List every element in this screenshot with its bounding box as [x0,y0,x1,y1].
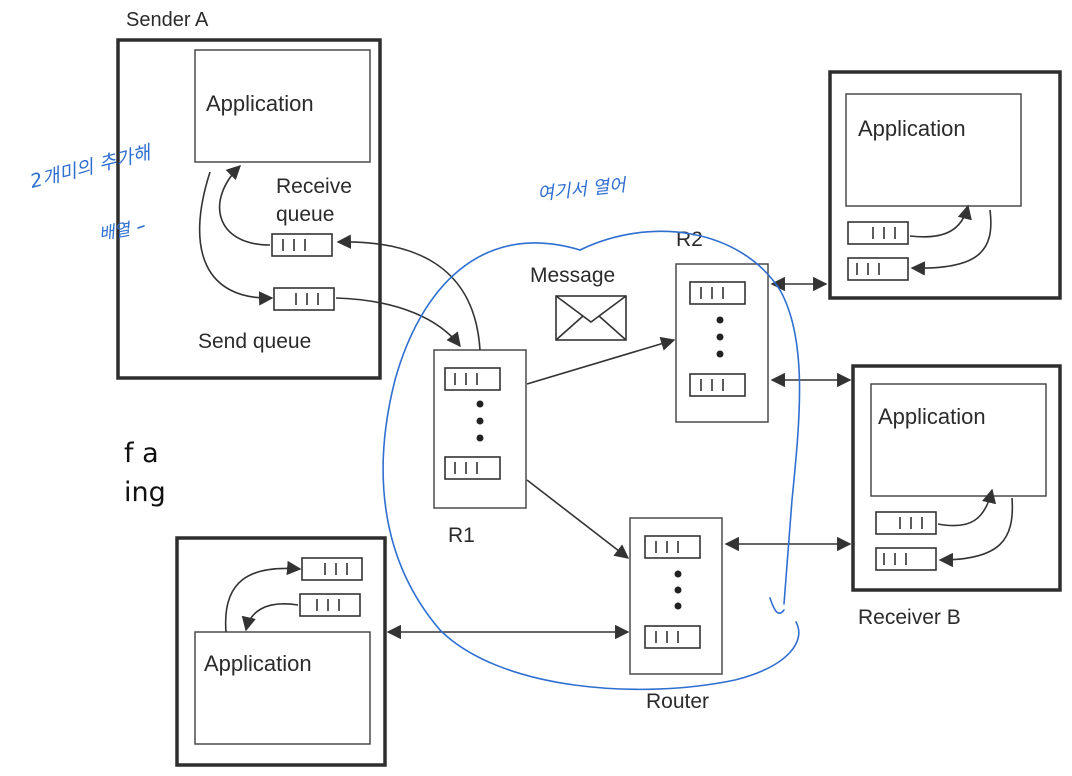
router-label: Router [646,690,709,713]
receiver-b-receive-queue [875,511,937,535]
top-right-application-box [845,93,1022,207]
receiver-b-title: Receiver B [858,606,961,629]
handwritten-note-top: 여기서 열어 [536,175,629,205]
r1-queue-bottom [444,456,501,480]
sender-a-send-queue [273,287,335,311]
handwritten-circle-annotation-right [579,230,801,605]
r2-queue-top [689,281,746,305]
r2-label: R2 [676,228,703,251]
slide-text-fragment-3: ing [124,477,166,508]
router-queue-bottom [644,625,701,649]
r1-to-router-arrow [526,479,630,559]
send-queue-label: Send queue [198,330,311,353]
top-right-app-to-queue-arrow [910,209,992,276]
top-right-host-node: Application [828,70,1062,300]
receive-to-app-arrow [218,164,271,246]
envelope-icon [555,295,627,341]
bottom-left-app-to-queue-arrow [224,560,302,633]
router-queue-top [644,535,701,559]
sender-a-node: Sender A Application Receive queue Send … [116,9,382,380]
receiver-b-application-box [870,383,1047,497]
handwritten-dash-mark [137,225,145,229]
bottom-left-application-box [194,631,371,745]
receiver-b-application-label: Application [878,404,986,429]
top-right-receive-queue [847,221,909,245]
r2-queue-bottom [689,373,746,397]
router-bottom: Router [629,517,723,713]
bottom-left-host-node: Application [175,536,387,767]
bottom-left-send-queue [301,557,363,581]
receiver-b-app-to-queue-arrow [938,497,1014,568]
sender-a-application-label: Application [206,91,314,116]
app-to-send-arrow [198,171,274,306]
router-r1: R1 [433,349,527,547]
bottom-left-receive-queue [299,593,361,617]
top-right-queue-to-app-arrow [909,204,972,238]
message-label: Message [530,264,615,287]
r1-to-sender-arrow [336,234,481,351]
receiver-b-send-queue [875,547,937,571]
slide-text-fragment-2: f a [124,438,159,469]
r1-queue-top [444,367,501,391]
sender-a-receive-queue [271,233,333,257]
r1-label: R1 [448,524,475,547]
handwritten-circle-annotation [382,242,800,691]
receive-queue-label-line2: queue [276,203,334,226]
receiver-b-node: Application Receiver B [851,364,1062,629]
top-right-application-label: Application [858,116,966,141]
sender-to-r1-arrow [335,297,461,348]
sender-a-application-box [194,49,371,163]
message-envelope: Message [530,264,627,341]
bottom-left-application-label: Application [204,651,312,676]
r1-to-r2-arrow [526,336,676,385]
router-r2: R2 [675,228,769,423]
receiver-b-queue-to-app-arrow [937,488,997,527]
handwritten-hook-mark [769,597,785,614]
top-right-send-queue [847,257,909,281]
receive-queue-label-line1: Receive [276,175,352,198]
sender-a-title: Sender A [126,9,209,31]
bottom-left-queue-to-app-arrow [241,603,299,632]
